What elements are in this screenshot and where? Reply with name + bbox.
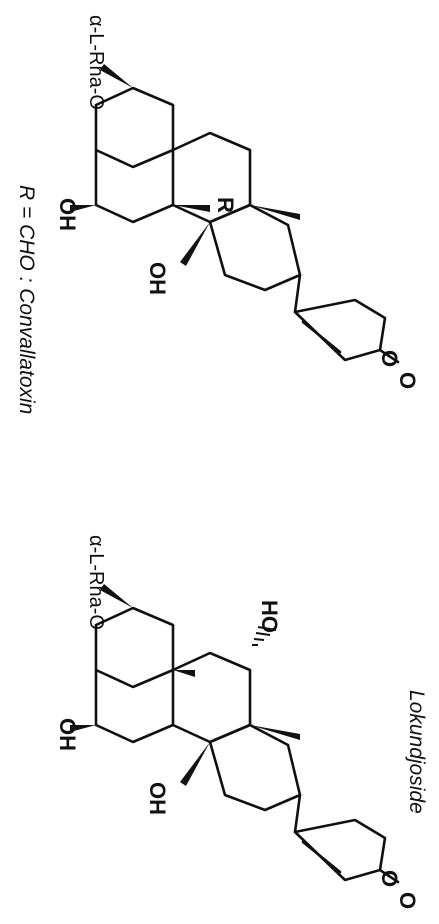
- top-c5-oh-label: OH: [55, 198, 80, 231]
- c5-oh-wedge: [70, 725, 96, 732]
- ring-d-bonds: [208, 203, 302, 292]
- convallatoxin-structure: α-L-Rha-O OH R OH O O R = CHO : Convalla…: [15, 15, 420, 414]
- ring-d-bonds: [208, 723, 302, 812]
- top-carbonyl-oxygen-label: O: [395, 372, 420, 389]
- top-c14-oh-label: OH: [145, 262, 170, 295]
- ring-c-bonds: [171, 651, 252, 744]
- lactone-double-bond: [301, 840, 342, 874]
- bottom-c5-oh-label: OH: [55, 718, 80, 751]
- c17-lactone-link: [293, 273, 302, 314]
- c17-lactone-link: [293, 793, 302, 834]
- carbonyl-bond: [378, 348, 400, 364]
- c3-oxygen-wedge: [100, 584, 133, 608]
- bottom-carbonyl-oxygen-label: O: [395, 892, 420, 909]
- bottom-sugar-substituent-label: α-L-Rha-O: [85, 535, 107, 630]
- ring-b-bonds: [94, 668, 175, 744]
- c14-oh-wedge: [180, 222, 210, 266]
- bottom-c11-ho-label: HO: [257, 600, 282, 633]
- c10-r-wedge: [173, 205, 210, 212]
- bottom-c14-oh-label: OH: [145, 782, 170, 815]
- ring-b-bonds: [94, 148, 175, 224]
- c3-oxygen-wedge: [100, 64, 133, 88]
- carbonyl-bond: [378, 868, 400, 884]
- ring-c-bonds: [171, 131, 252, 224]
- lactone-double-bond: [301, 320, 342, 354]
- top-sugar-substituent-label: α-L-Rha-O: [85, 15, 107, 110]
- c11-hashed-bond: [252, 626, 277, 646]
- c5-oh-wedge: [70, 205, 96, 212]
- top-lactone-oxygen-label: O: [377, 350, 402, 367]
- top-r-label: R: [213, 197, 238, 213]
- bottom-caption: Lokundjoside: [405, 690, 428, 814]
- lactone-ring-bonds: [293, 818, 387, 882]
- c14-oh-wedge: [180, 742, 210, 786]
- top-caption: R = CHO : Convallatoxin: [15, 185, 38, 414]
- bottom-lactone-oxygen-label: O: [377, 870, 402, 887]
- c10-methyl-wedge: [173, 670, 195, 677]
- c13-methyl-wedge: [250, 205, 300, 220]
- lokundjoside-structure: α-L-Rha-O OH HO OH O O Lokundjoside: [55, 535, 428, 909]
- lactone-ring-bonds: [293, 298, 387, 362]
- c13-methyl-wedge: [250, 725, 300, 740]
